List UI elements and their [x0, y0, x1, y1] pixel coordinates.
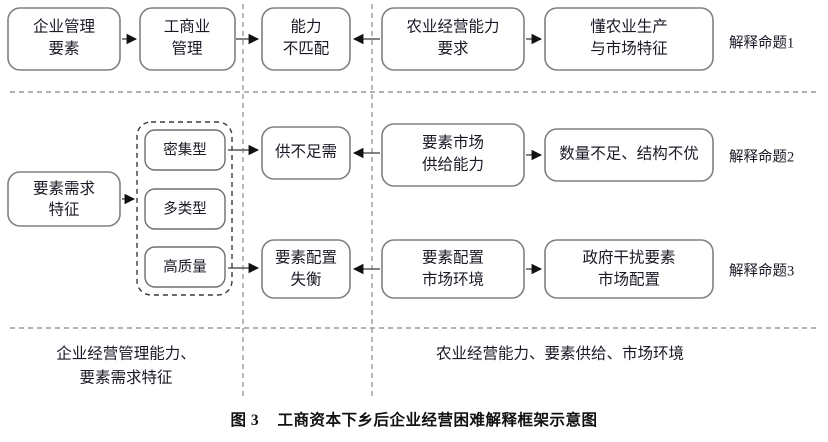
demand-characteristics-group: 密集型 多类型 高质量 [136, 121, 233, 296]
node-label: 懂农业生产 [590, 18, 668, 36]
node-label: 不匹配 [283, 40, 330, 58]
node-label: 失衡 [290, 271, 321, 289]
zone-label-left: 企业经营管理能力、 [56, 345, 196, 363]
node-government-interference-allocation[interactable] [544, 239, 714, 299]
node-intensive-type[interactable] [144, 129, 226, 171]
caption-number: 图 3 [230, 412, 260, 429]
row-1: 企业管理 要素 工商业 管理 能力 不匹配 农业经营能力 要求 懂农业生产 与市… [7, 7, 794, 71]
node-factor-market-supply-capability[interactable] [381, 123, 525, 187]
node-label: 市场配置 [598, 271, 660, 289]
node-enterprise-management-factors[interactable] [7, 7, 121, 71]
node-label: 要素配置 [422, 249, 484, 267]
figure-caption: 图 3 工商资本下乡后企业经营困难解释框架示意图 [0, 408, 828, 430]
node-label: 要素配置 [275, 249, 337, 267]
node-multi-type[interactable] [144, 188, 226, 230]
proposition-label-3: 解释命题3 [729, 261, 794, 279]
row-2: 供不足需 要素市场 供给能力 数量不足、结构不优 解释命题2 [228, 123, 794, 187]
node-label: 供给能力 [422, 156, 484, 174]
node-label: 管理 [171, 40, 202, 58]
node-supply-less-than-demand[interactable] [261, 126, 351, 180]
node-label: 企业管理 [33, 18, 95, 36]
node-insufficient-quantity-poor-structure[interactable] [544, 128, 714, 182]
group-item-label: 密集型 [163, 141, 207, 158]
node-label: 数量不足、结构不优 [559, 145, 699, 163]
node-capability-mismatch[interactable] [261, 7, 351, 71]
node-factor-allocation-market-environment[interactable] [381, 239, 525, 299]
node-label: 供不足需 [275, 143, 337, 161]
node-label: 要素需求 [33, 180, 95, 198]
node-label: 与市场特征 [590, 40, 668, 58]
node-label: 要素市场 [422, 134, 484, 152]
node-label: 要素 [48, 40, 79, 58]
group-item-label: 多类型 [163, 200, 207, 217]
node-high-quality[interactable] [144, 246, 226, 288]
demand-group-outline [136, 121, 233, 296]
proposition-label-1: 解释命题1 [729, 33, 794, 51]
node-factor-allocation-imbalance[interactable] [261, 239, 351, 299]
row-3: 要素配置 失衡 要素配置 市场环境 政府干扰要素 市场配置 解释命题3 [228, 239, 794, 299]
node-label: 能力 [290, 18, 321, 36]
node-factor-demand-characteristics[interactable] [7, 171, 121, 227]
node-industrial-commercial-management[interactable] [139, 7, 236, 71]
node-label: 市场环境 [422, 270, 484, 289]
node-label: 工商业 [164, 18, 211, 36]
node-label: 农业经营能力 [406, 18, 499, 36]
node-agri-operation-capability-requirement[interactable] [381, 7, 525, 71]
proposition-label-2: 解释命题2 [729, 147, 794, 165]
node-label: 政府干扰要素 [582, 249, 675, 267]
left-source-group: 要素需求 特征 [7, 171, 136, 227]
group-item-label: 高质量 [163, 258, 207, 275]
zone-label-right: 农业经营能力、要素供给、市场环境 [436, 344, 684, 363]
node-understand-agri-production-market[interactable] [544, 7, 714, 71]
zone-labels: 企业经营管理能力、 要素需求特征 农业经营能力、要素供给、市场环境 [56, 344, 684, 387]
zone-label-left: 要素需求特征 [79, 369, 172, 387]
node-label: 要求 [437, 40, 468, 58]
caption-title: 工商资本下乡后企业经营困难解释框架示意图 [277, 412, 598, 429]
node-label: 特征 [48, 201, 79, 219]
